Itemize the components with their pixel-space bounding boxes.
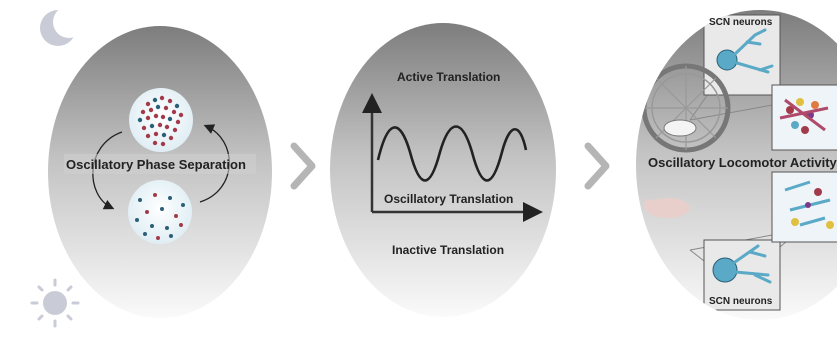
scn-neurons-label-bottom: SCN neurons <box>709 296 773 307</box>
dispersed-droplet <box>128 180 192 244</box>
active-translation-label: Active Translation <box>397 70 501 84</box>
scn-neurons-label-top: SCN neurons <box>709 17 773 28</box>
condensed-particles <box>137 95 184 147</box>
sun-icon <box>30 278 80 328</box>
oscillation-curve <box>376 125 528 182</box>
chevron-right-icon-2 <box>584 142 610 190</box>
panel-phase-separation <box>48 26 272 318</box>
moon-icon <box>40 6 85 46</box>
locomotor-activity-label: Oscillatory Locomotor Activity <box>648 155 837 170</box>
molecule-cluster-top <box>779 98 829 134</box>
inactive-translation-label: Inactive Translation <box>392 243 505 257</box>
oscillatory-translation-label: Oscillatory Translation <box>384 192 514 206</box>
sleeping-mouse <box>644 198 690 218</box>
phase-separation-label: Oscillatory Phase Separation <box>66 157 246 172</box>
running-wheel <box>641 63 731 153</box>
molecule-cluster-bottom <box>784 180 834 229</box>
dispersed-particles <box>135 193 185 240</box>
panel-translation <box>330 23 556 317</box>
panel-locomotor <box>636 10 837 320</box>
chevron-right-icon <box>290 142 316 190</box>
